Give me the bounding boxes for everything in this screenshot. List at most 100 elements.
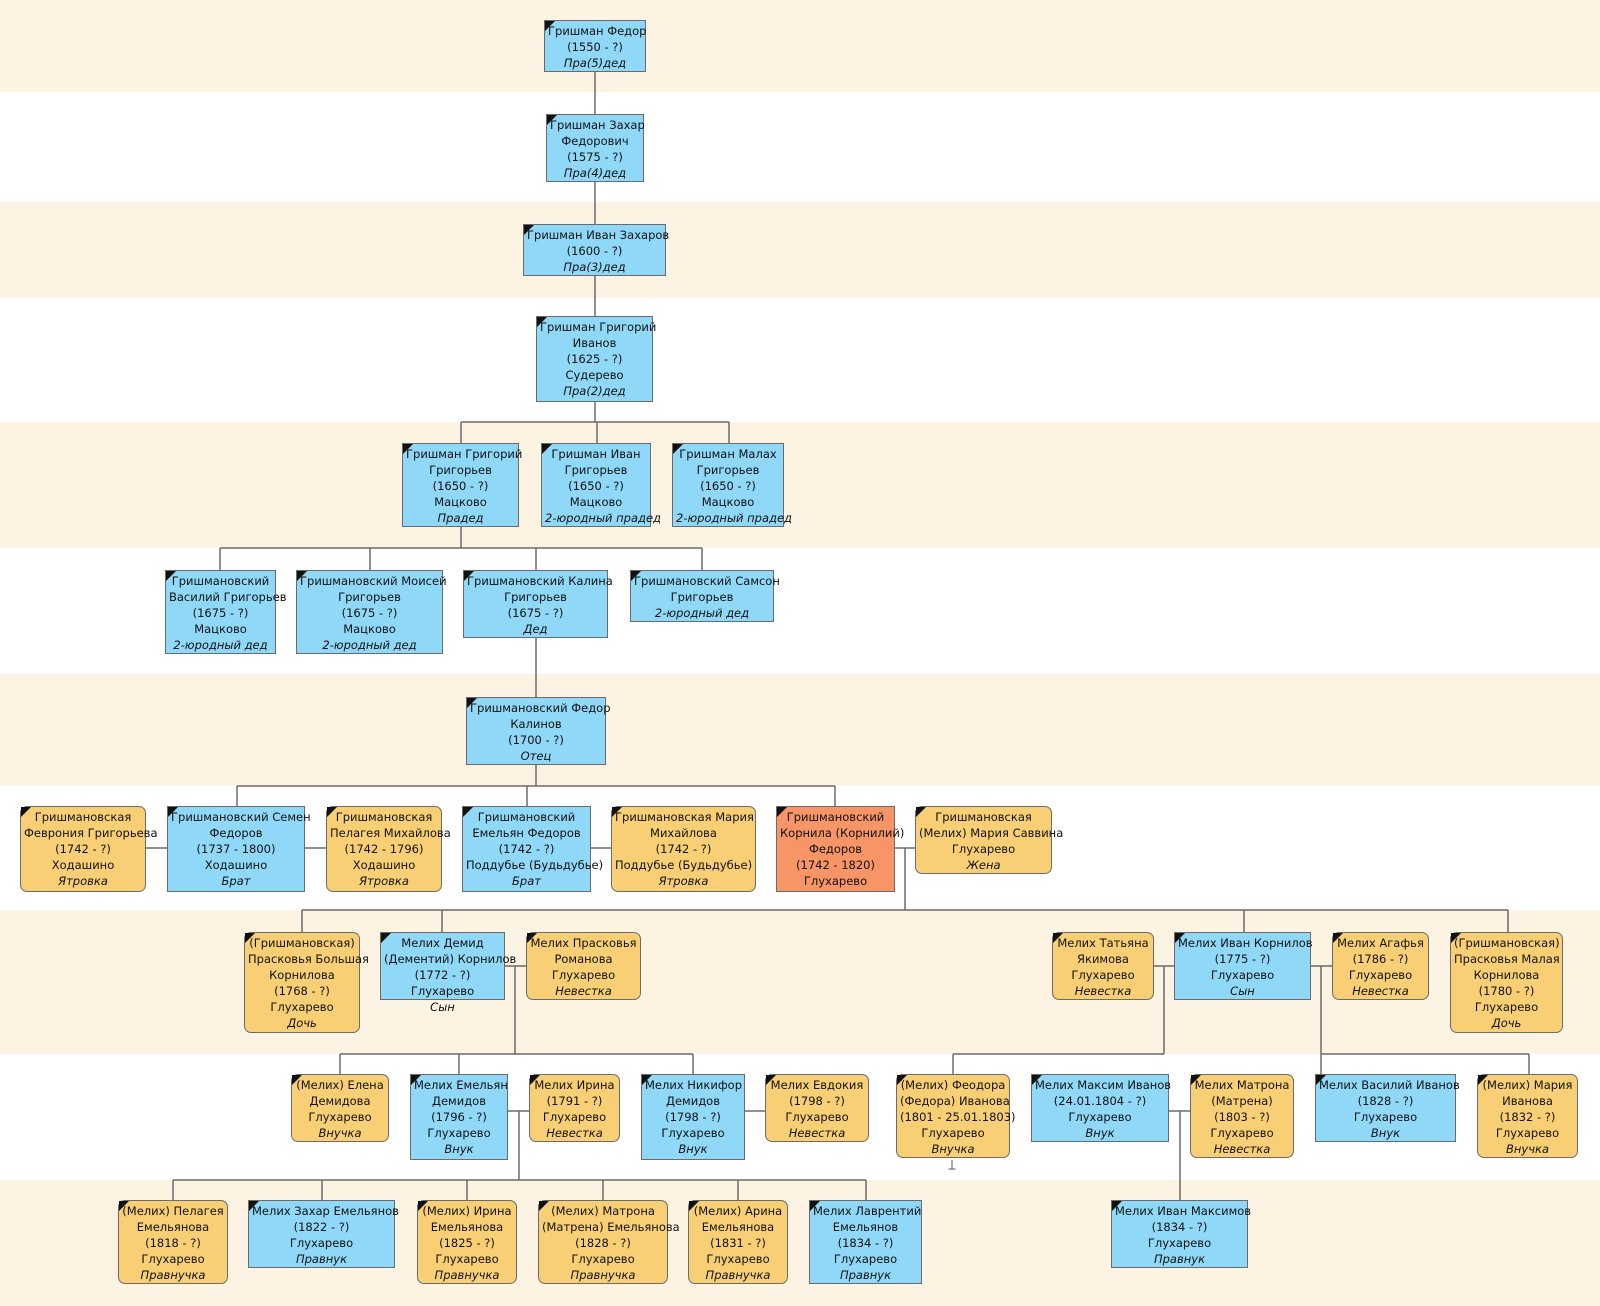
person-card[interactable]: Мелих Максим Иванов(24.01.1804 - ?)Глуха… [1031,1074,1172,1142]
person-card[interactable]: Мелих Матрона(Матрена)(1803 - ?)Глухарев… [1190,1074,1294,1158]
black-corner-ribbon-icon [777,807,787,817]
person-card[interactable]: Гришман Иван Захаров(1600 - ?)Пра(3)дед [523,224,669,276]
person-name: Мелих Ирина [534,1078,615,1092]
person-name: (Гришмановская) [249,936,355,950]
person-card[interactable]: (Мелих) Феодора(Федора) Иванова(1801 - 2… [896,1074,1016,1158]
relationship-label: Ятровка [658,874,709,888]
person-name: Гришман Федор [548,24,647,38]
person-card[interactable]: Мелих Демид(Дементий) Корнилов(1772 - ?)… [380,932,516,1014]
generation-band [0,92,1600,202]
person-detail: Мацково [194,622,247,636]
person-detail: (1675 - ?) [341,606,398,620]
person-detail: Прасковья Большая [248,952,369,966]
black-corner-ribbon-icon [1333,933,1343,943]
person-detail: Ходашино [204,858,268,872]
relationship-label: 2-юродный прадед [545,511,662,525]
relationship-label: 2-юродный дед [322,638,417,652]
person-detail: Калинов [510,717,562,731]
person-detail: (24.01.1804 - ?) [1053,1094,1147,1108]
person-detail: (1786 - ?) [1352,952,1409,966]
person-detail: Глухарево [435,1252,499,1266]
relationship-label: Пра(5)дед [563,56,627,70]
relationship-label: Дед [523,622,548,636]
person-detail: (1834 - ?) [1151,1220,1208,1234]
person-detail: Глухарево [551,968,616,982]
black-corner-ribbon-icon [1316,1075,1326,1085]
person-detail: Романова [554,952,613,966]
person-detail: (1831 - ?) [710,1236,766,1250]
person-detail: Емельянова [701,1220,775,1234]
black-corner-ribbon-icon [673,444,683,454]
person-detail: (1768 - ?) [274,984,330,998]
person-detail: Глухарево [785,1110,849,1124]
person-card[interactable]: (Мелих) Матрона(Матрена) Емельянова(1828… [538,1200,680,1284]
relationship-label: 2-юродный прадед [676,511,793,525]
black-corner-ribbon-icon [1478,1075,1488,1085]
person-name: Мелих Василий Иванов [1319,1078,1460,1092]
relationship-label: Правнучка [705,1268,771,1282]
person-detail: Глухарево [921,1126,985,1140]
person-name: Гришмановский [786,810,885,824]
person-name: Гришман Григорий [540,320,657,334]
person-detail: Мацково [434,495,487,509]
person-detail: Корнилова [269,968,335,982]
person-detail: Ходашино [51,858,115,872]
relationship-label: Пра(2)дед [563,384,626,398]
relationship-label: Невестка [1074,984,1132,998]
person-name: Мелих Максим Иванов [1035,1078,1172,1092]
person-card[interactable]: Мелих Захар Емельянов(1822 - ?)Глухарево… [248,1200,399,1268]
black-corner-ribbon-icon [1053,933,1063,943]
black-corner-ribbon-icon [766,1075,776,1085]
black-corner-ribbon-icon [403,444,413,454]
person-name: (Мелих) Пелагея [122,1204,224,1218]
person-detail: (1675 - ?) [192,606,249,620]
person-detail: (Матрена) Емельянова [542,1220,680,1234]
person-name: (Мелих) Мария [1482,1078,1573,1092]
person-detail: Глухарево [803,874,868,888]
black-corner-ribbon-icon [119,1201,129,1211]
person-detail: Глухарево [542,1110,607,1124]
relationship-label: Сын [1230,984,1255,998]
person-detail: (1803 - ?) [1214,1110,1270,1124]
person-detail: Григорьев [670,590,734,604]
person-detail: (1798 - ?) [789,1094,845,1108]
person-card[interactable]: Гришман Федор(1550 - ?)Пра(5)дед [544,20,646,72]
person-detail: (1650 - ?) [700,479,756,493]
person-detail: Федоров [209,826,263,840]
